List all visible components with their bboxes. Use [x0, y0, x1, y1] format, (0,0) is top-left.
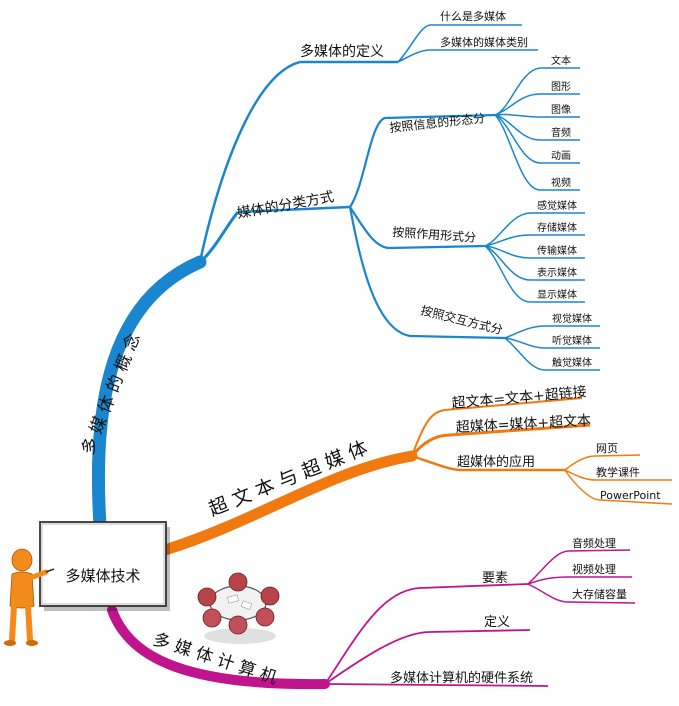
interaction-child-0: 视觉媒体: [552, 312, 592, 325]
application-child-2: PowerPoint: [600, 489, 661, 502]
form-child-4: 动画: [551, 150, 571, 162]
function-child-2: 传输媒体: [537, 244, 577, 257]
computer-definition-label: 定义: [484, 615, 510, 630]
function-child-3: 表示媒体: [537, 266, 577, 279]
form-child-3: 音频: [551, 126, 571, 139]
concept-trunk: [91, 255, 207, 532]
function-child-1: 存储媒体: [537, 221, 577, 234]
application-child-1: 教学课件: [596, 465, 640, 479]
hypertext-trunk: [159, 450, 418, 556]
application-child-0: 网页: [596, 442, 618, 455]
elements-child-1: 视频处理: [572, 562, 616, 576]
classification-label: 媒体的分类方式: [236, 189, 335, 222]
connector-definition: [198, 60, 398, 263]
meeting-table-icon: [197, 572, 280, 644]
interaction-child-2: 触觉媒体: [552, 356, 592, 369]
form-child-2: 图像: [551, 104, 571, 116]
function-label: 按照作用形式分: [392, 225, 477, 245]
root-whiteboard: [39, 521, 167, 607]
form-label: 按照信息的形态分: [389, 110, 486, 135]
function-child-0: 感觉媒体: [537, 199, 577, 212]
hypertext-formula-2: 超媒体=媒体+超文本: [455, 413, 591, 436]
hypertext-formula-1: 超文本=文本+超链接: [451, 383, 587, 412]
branch-computer: 多 媒 体 计 算 机 要素 音频处理 视频处理 大存储容量 定义 多媒体计算机…: [107, 536, 636, 690]
form-child-5: 视频: [551, 176, 571, 189]
hypertext-application-label: 超媒体的应用: [457, 454, 535, 470]
definition-child-1: 多媒体的媒体类别: [440, 35, 528, 49]
computer-trunk: [107, 605, 330, 690]
definition-label: 多媒体的定义: [300, 43, 384, 60]
function-child-4: 显示媒体: [537, 289, 577, 301]
branch-hypertext: 超 文 本 与 超 媒 体 超文本=文本+超链接 超媒体=媒体+超文本 超媒体的…: [159, 383, 673, 556]
presenter-figure-icon: [4, 548, 55, 646]
form-child-0: 文本: [551, 54, 571, 67]
root-label: 多媒体技术: [65, 567, 140, 585]
concept-branch-label: 多 媒 体 的 概 念: [77, 330, 145, 458]
computer-hardware-label: 多媒体计算机的硬件系统: [390, 670, 533, 686]
computer-elements-label: 要素: [482, 571, 508, 586]
interaction-label: 按照交互方式分: [419, 302, 504, 337]
elements-child-0: 音频处理: [572, 536, 616, 550]
interaction-child-1: 听觉媒体: [552, 335, 592, 347]
root-node: 多媒体技术: [39, 521, 170, 611]
elements-child-2: 大存储容量: [572, 587, 627, 601]
form-child-1: 图形: [551, 81, 571, 93]
definition-child-0: 什么是多媒体: [440, 9, 506, 23]
